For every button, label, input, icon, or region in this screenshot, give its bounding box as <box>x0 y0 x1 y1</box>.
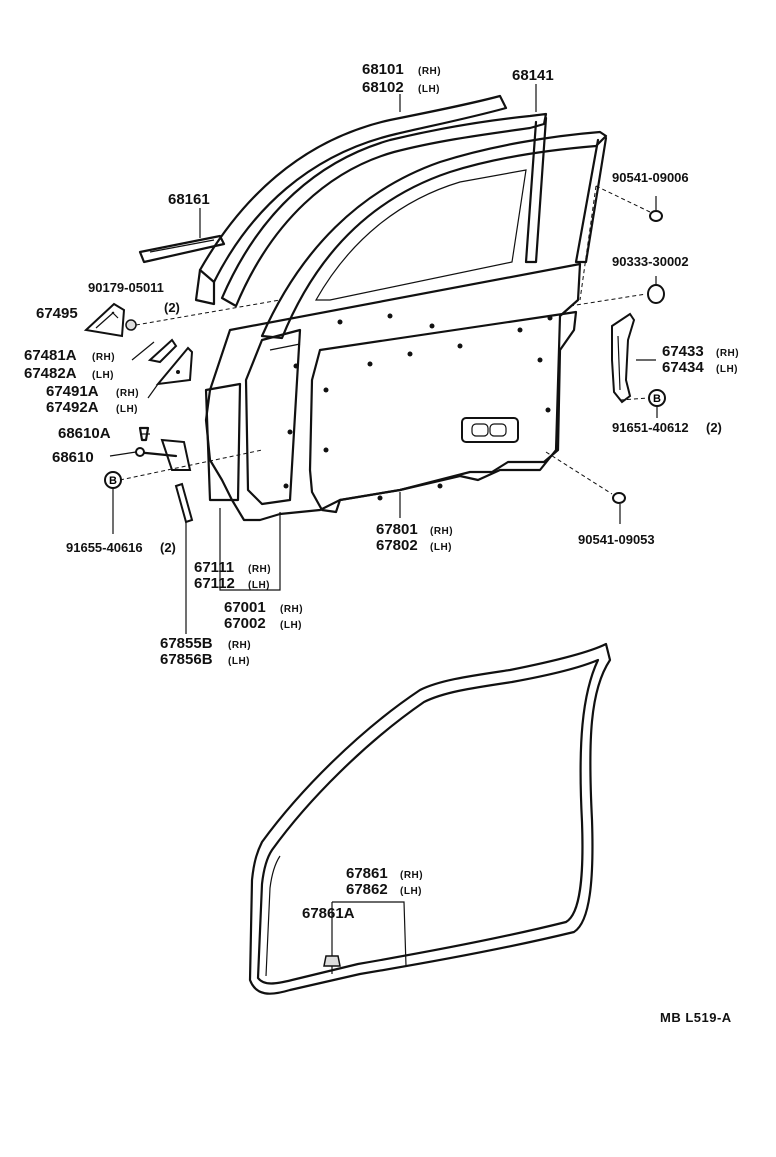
door-lock-bracket <box>611 312 636 404</box>
cap-90541-09053 <box>612 492 626 504</box>
cap-90541-09006 <box>649 210 663 222</box>
label-67491A: 67491A <box>46 383 99 400</box>
label-90179-05011-qty: (2) <box>164 300 180 315</box>
label-67433-side: (RH) <box>716 348 740 359</box>
label-67434: 67434 <box>662 359 704 376</box>
door-inner-panel <box>204 262 582 522</box>
svg-text:B: B <box>109 475 117 487</box>
label-67855B: 67855B <box>160 635 213 652</box>
label-67482A: 67482A <box>24 365 77 382</box>
label-67862: 67862 <box>346 881 388 898</box>
bolt-marker-right: B <box>648 389 666 407</box>
label-67802-side: (LH) <box>430 542 452 553</box>
label-67112: 67112 <box>194 575 235 592</box>
label-67802: 67802 <box>376 537 418 554</box>
label-68161: 68161 <box>168 191 210 208</box>
label-67482A-side: (LH) <box>92 370 114 381</box>
weatherstrip-clip <box>323 955 341 967</box>
label-91651-40612: 91651-40612 <box>612 420 689 435</box>
label-91655-40616-qty: (2) <box>160 540 176 555</box>
bolt-marker-left: B <box>104 471 122 489</box>
label-67855B-side: (RH) <box>228 640 252 651</box>
label-67112-side: (LH) <box>248 580 270 591</box>
label-67001: 67001 <box>224 599 266 616</box>
label-67856B-side: (LH) <box>228 656 250 667</box>
label-68610A: 68610A <box>58 425 111 442</box>
window-frame-molding <box>198 94 508 284</box>
label-67856B: 67856B <box>160 651 213 668</box>
label-67861A: 67861A <box>302 905 355 922</box>
label-67111-side: (RH) <box>248 564 272 575</box>
label-67861-side: (RH) <box>400 870 424 881</box>
belt-molding <box>138 234 226 264</box>
label-90541-09006: 90541-09006 <box>612 170 689 185</box>
diagram-reference-code: MB L519-A <box>660 1010 732 1025</box>
label-67495: 67495 <box>36 305 78 322</box>
label-68102: 68102 <box>362 79 404 96</box>
label-67492A: 67492A <box>46 399 99 416</box>
door-trim-board <box>308 310 578 514</box>
inner-frame-cover <box>155 346 194 386</box>
label-90541-09053: 90541-09053 <box>578 532 655 547</box>
label-67481A: 67481A <box>24 347 77 364</box>
label-67433: 67433 <box>662 343 704 360</box>
label-67111: 67111 <box>194 559 235 576</box>
label-68101: 68101 <box>362 61 404 78</box>
label-67492A-side: (LH) <box>116 404 138 415</box>
label-67861: 67861 <box>346 865 388 882</box>
label-67434-side: (LH) <box>716 364 738 375</box>
svg-text:B: B <box>653 393 661 405</box>
door-frame-strip <box>174 482 194 524</box>
label-67862-side: (LH) <box>400 886 422 897</box>
label-67801-side: (RH) <box>430 526 454 537</box>
label-90333-30002: 90333-30002 <box>612 254 689 269</box>
label-67481A-side: (RH) <box>92 352 116 363</box>
trim-clip-holes <box>283 313 553 501</box>
label-67002: 67002 <box>224 615 266 632</box>
inner-cover-plate <box>147 338 178 364</box>
bolt-68610A <box>138 426 150 442</box>
label-91651-40612-qty: (2) <box>706 420 722 435</box>
label-68141: 68141 <box>512 67 554 84</box>
glass-run-channel <box>220 112 548 308</box>
label-90179-05011: 90179-05011 <box>88 280 164 295</box>
label-68102-side: (LH) <box>418 84 440 95</box>
label-68610: 68610 <box>52 449 94 466</box>
label-67002-side: (LH) <box>280 620 302 631</box>
door-weatherstrip <box>248 642 612 995</box>
label-67001-side: (RH) <box>280 604 304 615</box>
label-91655-40616: 91655-40616 <box>66 540 143 555</box>
label-68101-side: (RH) <box>418 66 442 77</box>
door-frame-sash <box>260 130 608 340</box>
plug-90333-30002 <box>647 284 665 304</box>
screw-90179 <box>125 319 137 331</box>
label-67491A-side: (RH) <box>116 388 140 399</box>
label-67801: 67801 <box>376 521 418 538</box>
